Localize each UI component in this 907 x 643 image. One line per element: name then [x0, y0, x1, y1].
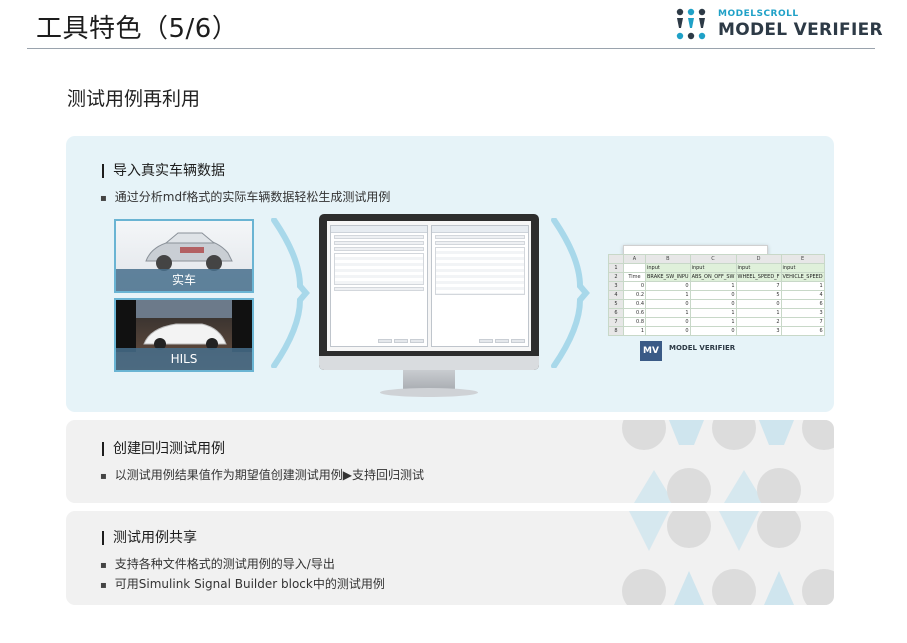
title-divider	[27, 48, 875, 49]
table-cell: 1	[780, 281, 825, 291]
table-cell: 1	[735, 308, 782, 318]
table-cell: 2	[735, 317, 782, 327]
spreadsheet-table: A B C D E 1 input input input input 2 Ti…	[608, 254, 825, 336]
row-number: 2	[608, 272, 624, 282]
table-cell: input	[735, 263, 782, 273]
table-cell: 0.8	[623, 317, 646, 327]
table-row: 5 0.4 0 0 0 6	[608, 299, 825, 309]
model-verifier-logo: MODELSCROLL MODEL VERIFIER	[674, 6, 884, 44]
section-bullet: 通过分析mdf格式的实际车辆数据轻松生成测试用例	[100, 188, 391, 205]
section-bullet: 支持各种文件格式的测试用例的导入/导出	[100, 555, 335, 572]
table-cell: 0	[645, 326, 691, 336]
column-header: B	[645, 254, 691, 264]
row-number: 7	[608, 317, 624, 327]
table-cell: 3	[780, 308, 825, 318]
table-cell: 0	[689, 326, 737, 336]
table-cell: 3	[735, 326, 782, 336]
monitor-base	[380, 388, 478, 397]
table-cell: 1	[623, 326, 646, 336]
table-cell: 0.2	[623, 290, 646, 300]
import-mdf-dialog	[330, 225, 428, 347]
section-heading: 测试用例共享	[102, 531, 197, 545]
monitor-screen	[327, 221, 531, 351]
row-number: 1	[608, 263, 624, 273]
table-cell: 0.4	[623, 299, 646, 309]
monitor-screenshot	[319, 214, 539, 370]
table-cell: VEHICLE_SPEED	[780, 272, 825, 282]
table-cell: 0	[623, 281, 646, 291]
photo-label: 实车	[116, 269, 252, 291]
table-cell: WHEEL_SPEED_F	[735, 272, 782, 282]
column-header: C	[689, 254, 737, 264]
table-cell: input	[689, 263, 737, 273]
section-test-case-sharing: 测试用例共享 支持各种文件格式的测试用例的导入/导出 可用Simulink Si…	[66, 511, 834, 605]
table-cell: 0	[645, 281, 691, 291]
column-header: A	[623, 254, 646, 264]
arrow-right-icon	[271, 218, 310, 368]
arrow-right-icon	[551, 218, 590, 368]
table-cell: 1	[689, 308, 737, 318]
row-number: 3	[608, 281, 624, 291]
decorative-pattern-icon	[622, 420, 834, 503]
table-row: 1 input input input input	[608, 263, 825, 273]
table-cell: 6	[780, 299, 825, 309]
table-cell: 0	[735, 299, 782, 309]
column-header: E	[780, 254, 825, 264]
row-number: 6	[608, 308, 624, 318]
section-heading: 导入真实车辆数据	[102, 164, 225, 178]
table-cell: 0	[689, 290, 737, 300]
table-cell: input	[780, 263, 825, 273]
table-cell: 1	[645, 308, 691, 318]
table-row: 6 0.6 1 1 1 3	[608, 308, 825, 318]
page-subtitle: 测试用例再利用	[67, 88, 201, 110]
table-cell: BRAKE_SW_INPU	[645, 272, 691, 282]
table-row: 7 0.8 0 1 2 7	[608, 317, 825, 327]
photo-label: HILS	[116, 348, 252, 370]
table-cell: 4	[780, 290, 825, 300]
monitor-stand	[403, 370, 455, 390]
table-cell: input	[645, 263, 691, 273]
table-cell	[623, 263, 646, 273]
table-row: 3 0 0 1 7 1	[608, 281, 825, 291]
logo-brand-small: MODELSCROLL	[718, 9, 799, 19]
car-icon	[145, 232, 233, 271]
import-test-case-dialog	[431, 225, 529, 347]
table-cell: 0	[645, 299, 691, 309]
row-number: 4	[608, 290, 624, 300]
table-cell: 7	[735, 281, 782, 291]
table-cell: 6	[780, 326, 825, 336]
row-number: 5	[608, 299, 624, 309]
table-cell: ABS_ON_OFF_SW	[689, 272, 737, 282]
table-row: 2 Time BRAKE_SW_INPU ABS_ON_OFF_SW WHEEL…	[608, 272, 825, 282]
table-row: A B C D E	[608, 254, 825, 264]
real-vehicle-photo: 实车	[114, 219, 254, 293]
logo-dots-icon	[676, 8, 706, 40]
monitor-chin	[319, 356, 539, 370]
slide-title: 工具特色（5/6）	[36, 14, 239, 44]
table-cell: Time	[623, 272, 646, 282]
simulator-car-icon	[116, 300, 252, 352]
section-bullet: 可用Simulink Signal Builder block中的测试用例	[100, 575, 385, 592]
section-heading: 创建回归测试用例	[102, 442, 225, 456]
row-number: 8	[608, 326, 624, 336]
table-cell: 7	[780, 317, 825, 327]
mv-small-logo: MODEL VERIFIER	[669, 344, 736, 352]
table-cell: 1	[689, 317, 737, 327]
section-bullet: 以测试用例结果值作为期望值创建测试用例▶支持回归测试	[100, 466, 424, 483]
table-row: 8 1 0 0 3 6	[608, 326, 825, 336]
table-cell: 0.6	[623, 308, 646, 318]
hils-photo: HILS	[114, 298, 254, 372]
table-cell: 0	[645, 317, 691, 327]
column-header: D	[735, 254, 782, 264]
table-cell: 5	[735, 290, 782, 300]
table-cell: 1	[689, 281, 737, 291]
table-cell: 0	[689, 299, 737, 309]
mv-badge-icon: MV	[640, 341, 662, 361]
table-cell: 1	[645, 290, 691, 300]
section-regression-tests: 创建回归测试用例 以测试用例结果值作为期望值创建测试用例▶支持回归测试	[66, 420, 834, 503]
logo-brand-large: MODEL VERIFIER	[718, 20, 883, 40]
decorative-pattern-icon	[622, 511, 834, 605]
table-row: 4 0.2 1 0 5 4	[608, 290, 825, 300]
